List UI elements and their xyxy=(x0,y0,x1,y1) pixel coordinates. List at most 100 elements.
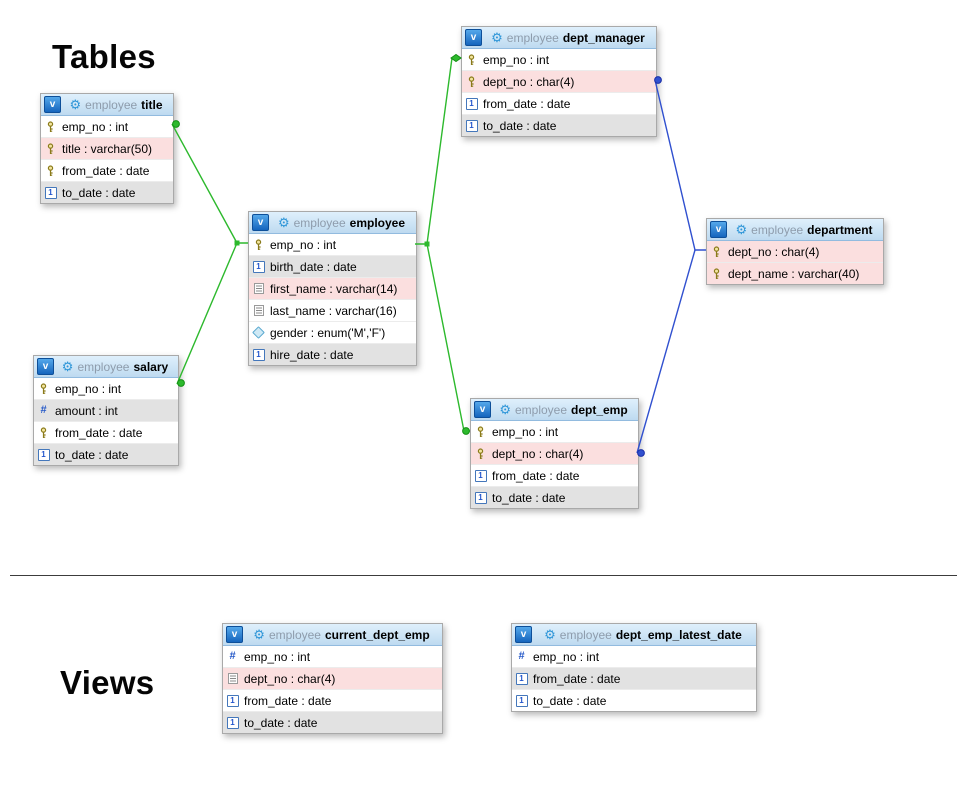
primary-key-icon xyxy=(468,75,475,87)
primary-key-icon xyxy=(477,425,484,437)
key-icon xyxy=(710,245,723,258)
column-row: 1 from_date : date xyxy=(223,690,442,712)
primary-key-icon xyxy=(468,53,475,65)
relation-endpoint-knot xyxy=(424,241,430,247)
date-icon: 1 xyxy=(252,348,265,361)
column-row: emp_no : int xyxy=(249,234,416,256)
column-row: from_date : date xyxy=(41,160,173,182)
column-row: from_date : date xyxy=(34,422,178,444)
table-card-title[interactable]: v ⚙ employee title emp_no : int title : … xyxy=(40,93,174,204)
int-icon: # xyxy=(226,651,239,662)
table-header[interactable]: v ⚙ employee dept_manager xyxy=(462,27,656,49)
column-row: dept_no : char(4) xyxy=(471,443,638,465)
column-label: dept_no : char(4) xyxy=(483,74,575,89)
table-header[interactable]: v ⚙ employee dept_emp xyxy=(471,399,638,421)
table-card-employee[interactable]: v ⚙ employee employee emp_no : int 1 bir… xyxy=(248,211,417,366)
table-card-dept_manager[interactable]: v ⚙ employee dept_manager emp_no : int d… xyxy=(461,26,657,137)
column-label: from_date : date xyxy=(483,96,571,111)
gear-icon: ⚙ xyxy=(544,627,556,642)
table-title: ⚙ employee department xyxy=(727,223,881,237)
key-icon xyxy=(44,120,57,133)
table-header[interactable]: v ⚙ employee current_dept_emp xyxy=(223,624,442,646)
schema-name: employee xyxy=(559,627,612,642)
table-name: employee xyxy=(349,215,406,230)
relation-line-blue xyxy=(636,249,696,454)
date-icon: 1 xyxy=(515,672,528,685)
primary-key-icon xyxy=(47,120,54,132)
table-header[interactable]: v ⚙ employee employee xyxy=(249,212,416,234)
column-row: last_name : varchar(16) xyxy=(249,300,416,322)
column-row: gender : enum('M','F') xyxy=(249,322,416,344)
column-list: emp_no : int # amount : int from_date : … xyxy=(34,378,178,465)
date-icon: 1 xyxy=(465,97,478,110)
primary-key-icon xyxy=(47,142,54,154)
column-row: dept_no : char(4) xyxy=(462,71,656,93)
text-icon xyxy=(252,305,265,316)
relation-endpoint-diamond xyxy=(450,53,462,63)
column-label: dept_name : varchar(40) xyxy=(728,266,860,281)
schema-name: employee xyxy=(293,215,346,230)
column-row: emp_no : int xyxy=(41,116,173,138)
table-header[interactable]: v ⚙ employee department xyxy=(707,219,883,241)
column-label: emp_no : int xyxy=(270,237,337,252)
table-header[interactable]: v ⚙ employee title xyxy=(41,94,173,116)
table-title: ⚙ employee employee xyxy=(269,216,414,230)
column-list: # emp_no : int dept_no : char(4) 1 from_… xyxy=(223,646,442,733)
column-list: dept_no : char(4) dept_name : varchar(40… xyxy=(707,241,883,284)
column-label: dept_no : char(4) xyxy=(728,244,820,259)
key-icon xyxy=(44,142,57,155)
number-icon: # xyxy=(40,404,47,416)
table-name: title xyxy=(141,97,163,112)
column-label: from_date : date xyxy=(244,693,332,708)
column-row: first_name : varchar(14) xyxy=(249,278,416,300)
primary-key-icon xyxy=(40,382,47,394)
gear-icon: ⚙ xyxy=(61,359,74,374)
table-name: dept_manager xyxy=(562,30,645,45)
column-label: from_date : date xyxy=(62,163,150,178)
table-header[interactable]: v ⚙ employee dept_emp_latest_date xyxy=(512,624,756,646)
view-card-dept_emp_latest_date[interactable]: v ⚙ employee dept_emp_latest_date # emp_… xyxy=(511,623,757,712)
key-icon xyxy=(465,53,478,66)
column-label: to_date : date xyxy=(244,715,318,730)
table-card-department[interactable]: v ⚙ employee department dept_no : char(4… xyxy=(706,218,884,285)
view-card-current_dept_emp[interactable]: v ⚙ employee current_dept_emp # emp_no :… xyxy=(222,623,443,734)
schema-name: employee xyxy=(268,627,321,642)
column-label: title : varchar(50) xyxy=(62,141,153,156)
column-label: emp_no : int xyxy=(62,119,129,134)
column-row: 1 hire_date : date xyxy=(249,344,416,365)
column-row: 1 from_date : date xyxy=(512,668,756,690)
key-icon xyxy=(37,382,50,395)
view-badge-icon: v xyxy=(515,626,532,643)
date-icon: 1 xyxy=(465,97,478,110)
int-icon: # xyxy=(37,405,50,416)
view-badge-icon: v xyxy=(226,626,243,643)
gear-icon: ⚙ xyxy=(253,627,265,642)
column-list: emp_no : int title : varchar(50) from_da… xyxy=(41,116,173,203)
view-badge-icon: v xyxy=(44,96,61,113)
column-row: 1 to_date : date xyxy=(34,444,178,465)
date-icon: 1 xyxy=(465,119,478,132)
view-badge-icon: v xyxy=(252,214,269,231)
table-card-dept_emp[interactable]: v ⚙ employee dept_emp emp_no : int dept_… xyxy=(470,398,639,509)
table-name: department xyxy=(807,222,873,237)
date-icon: 1 xyxy=(226,694,239,707)
table-card-salary[interactable]: v ⚙ employee salary emp_no : int # amoun… xyxy=(33,355,179,466)
relation-line-green xyxy=(415,57,461,245)
column-label: from_date : date xyxy=(55,425,143,440)
text-icon xyxy=(253,283,264,294)
date-icon: 1 xyxy=(44,186,57,199)
date-icon: 1 xyxy=(474,491,487,504)
primary-key-icon xyxy=(477,447,484,459)
table-header[interactable]: v ⚙ employee salary xyxy=(34,356,178,378)
date-icon: 1 xyxy=(252,348,265,361)
column-row: title : varchar(50) xyxy=(41,138,173,160)
column-row: dept_no : char(4) xyxy=(223,668,442,690)
relation-endpoint-knot xyxy=(234,240,240,246)
column-label: emp_no : int xyxy=(483,52,550,67)
column-label: emp_no : int xyxy=(55,381,122,396)
view-badge-icon: v xyxy=(474,401,491,418)
column-label: to_date : date xyxy=(492,490,566,505)
column-row: emp_no : int xyxy=(471,421,638,443)
view-badge-icon: v xyxy=(710,221,727,238)
column-row: 1 to_date : date xyxy=(41,182,173,203)
